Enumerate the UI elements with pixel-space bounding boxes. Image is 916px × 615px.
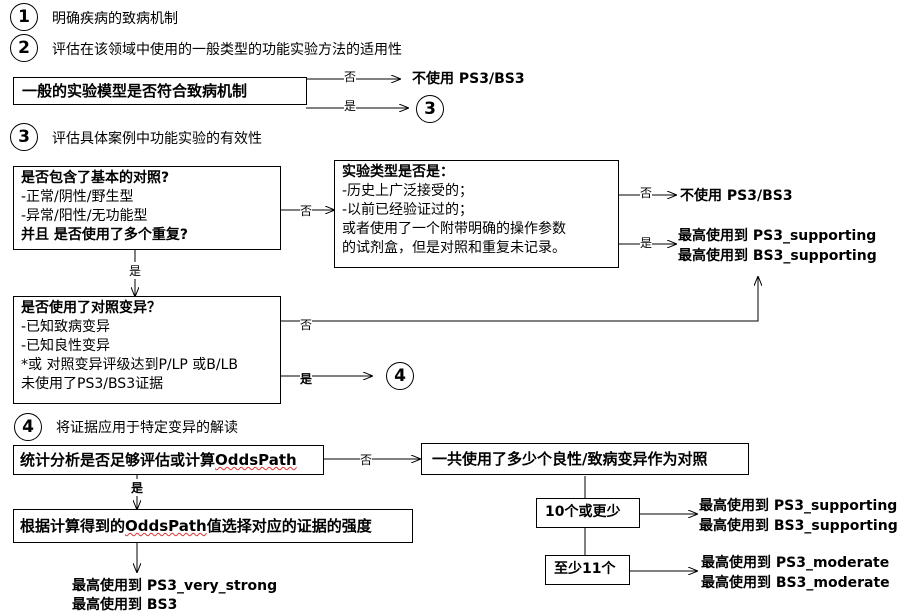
model-no-label: 否: [344, 68, 357, 85]
le10-result-1: 最高使用到 PS3_supporting: [699, 498, 898, 514]
variant-yes-circle-4: 4: [386, 362, 414, 390]
oddspath-term: OddsPath: [125, 517, 207, 535]
control-count-text: 一共使用了多少个良性/致病变异作为对照: [432, 450, 708, 468]
le10-box: 10个或更少: [536, 498, 640, 528]
variant-controls-line-4: 未使用了PS3/BS3证据: [21, 376, 164, 392]
assay-yes-result-2: 最高使用到 BS3_supporting: [678, 248, 877, 264]
le10-text: 10个或更少: [545, 504, 621, 520]
ge11-result-1: 最高使用到 PS3_moderate: [701, 555, 890, 571]
assay-yes-label: 是: [640, 234, 653, 251]
stats-oddspath-term: OddsPath: [215, 451, 297, 469]
oddspath-result-2: 最高使用到 BS3: [72, 597, 178, 613]
stats-question-box: 统计分析是否足够评估或计算OddsPath: [13, 445, 324, 475]
assay-no-result: 不使用 PS3/BS3: [680, 188, 793, 204]
model-yes-circle-3: 3: [416, 95, 444, 123]
step-2-circle: 2: [10, 34, 38, 62]
assay-line-4: 的试剂盒，但是对照和重复未记录。: [342, 240, 566, 256]
step-2-text: 评估在该领域中使用的一般类型的功能实验方法的适用性: [52, 42, 402, 58]
step-1-circle: 1: [10, 3, 38, 31]
controls-question-box: 是否包含了基本的对照? -正常/阴性/野生型 -异常/阳性/无功能型 并且 是否…: [13, 166, 281, 250]
step-4-circle: 4: [14, 413, 42, 441]
variant-controls-no-label: 否: [300, 316, 313, 333]
step-4-text: 将证据应用于特定变异的解读: [56, 420, 238, 436]
assay-line-2: -以前已经验证过的；: [342, 202, 474, 218]
assay-line-1: -历史上广泛接受的；: [342, 183, 474, 199]
arrow-variant-no: [281, 277, 758, 322]
controls-title: 是否包含了基本的对照?: [21, 170, 170, 186]
model-question-text: 一般的实验模型是否符合致病机制: [22, 82, 248, 100]
controls-line-2: -异常/阳性/无功能型: [21, 208, 148, 224]
ge11-box: 至少11个: [545, 555, 630, 585]
le10-result-2: 最高使用到 BS3_supporting: [699, 518, 898, 534]
assay-type-box: 实验类型是否是： -历史上广泛接受的； -以前已经验证过的； 或者使用了一个附带…: [334, 160, 619, 268]
variant-controls-line-2: -已知良性变异: [21, 338, 111, 354]
variant-controls-yes-label: 是: [300, 370, 313, 387]
variant-controls-line-1: -已知致病变异: [21, 319, 111, 335]
step-3-circle: 3: [10, 123, 38, 151]
oddspath-text-c: 值选择对应的证据的强度: [206, 517, 372, 535]
controls-yes-label: 是: [129, 262, 142, 279]
assay-line-3: 或者使用了一个附带明确的操作参数: [342, 221, 566, 237]
oddspath-text-a: 根据计算得到的: [20, 517, 126, 535]
controls-line-1: -正常/阴性/野生型: [21, 189, 134, 205]
control-count-box: 一共使用了多少个良性/致病变异作为对照: [421, 443, 749, 475]
variant-controls-line-3: *或 对照变异评级达到P/LP 或B/LB: [21, 357, 239, 373]
assay-no-label: 否: [640, 184, 653, 201]
assay-title: 实验类型是否是：: [342, 164, 454, 180]
step-1-text: 明确疾病的致病机制: [52, 11, 178, 27]
variant-controls-title: 是否使用了对照变异？: [21, 300, 161, 316]
ge11-text: 至少11个: [554, 561, 616, 577]
model-yes-label: 是: [344, 97, 357, 114]
oddspath-result-1: 最高使用到 PS3_very_strong: [72, 578, 278, 594]
model-no-result: 不使用 PS3/BS3: [412, 71, 525, 87]
step-3-text: 评估具体案例中功能实验的有效性: [52, 131, 262, 147]
variant-controls-box: 是否使用了对照变异？ -已知致病变异 -已知良性变异 *或 对照变异评级达到P/…: [13, 296, 281, 404]
model-question-box: 一般的实验模型是否符合致病机制: [13, 77, 307, 105]
ge11-result-2: 最高使用到 BS3_moderate: [701, 575, 890, 591]
assay-yes-result-1: 最高使用到 PS3_supporting: [678, 228, 877, 244]
oddspath-strength-box: 根据计算得到的OddsPath值选择对应的证据的强度: [13, 509, 413, 543]
stats-question-text: 统计分析是否足够评估或计算: [20, 451, 216, 469]
controls-line-3: 并且 是否使用了多个重复?: [21, 227, 188, 243]
stats-no-label: 否: [360, 451, 373, 468]
stats-yes-label: 是: [131, 479, 144, 496]
controls-no-label: 否: [300, 202, 313, 219]
